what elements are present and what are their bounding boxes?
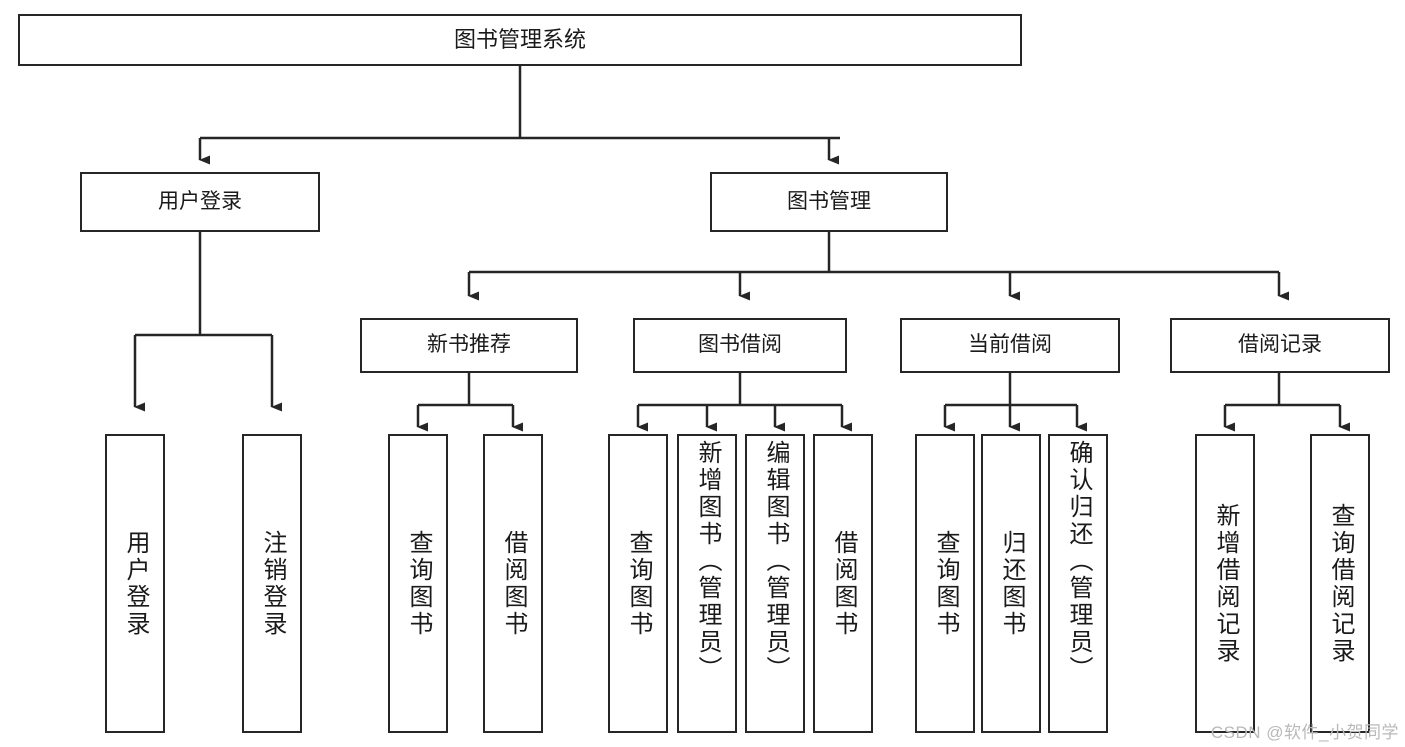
node-root-label: 图书管理系统 — [453, 27, 586, 53]
leaf-inner: 借阅图书 — [815, 436, 871, 731]
leaf-record-add-borrow-record[interactable]: 新增借阅记录 — [1195, 434, 1255, 733]
leaf-recommend-query-book[interactable]: 查询图书 — [388, 434, 448, 733]
leaf-current-confirm-return-admin[interactable]: 确认归还（管理员） — [1048, 434, 1108, 733]
node-new-book-recommend[interactable]: 新书推荐 — [360, 318, 578, 373]
leaf-borrow-edit-book-admin[interactable]: 编辑图书（管理员） — [745, 434, 805, 733]
leaf-user-login-signout[interactable]: 注销登录 — [242, 434, 302, 733]
leaf-inner: 查询图书 — [390, 436, 446, 731]
node-new-book-recommend-label: 新书推荐 — [427, 333, 511, 357]
leaf-inner: 确认归还（管理员） — [1050, 436, 1106, 731]
node-book-borrow[interactable]: 图书借阅 — [633, 318, 847, 373]
leaf-borrow-borrow-book-label: 借阅图书 — [830, 529, 857, 638]
leaf-record-query-borrow-record[interactable]: 查询借阅记录 — [1310, 434, 1370, 733]
leaf-borrow-query-book-label: 查询图书 — [625, 529, 652, 638]
leaf-current-confirm-return-admin-label: 确认归还（管理员） — [1065, 440, 1092, 683]
node-root-system[interactable]: 图书管理系统 — [18, 14, 1022, 66]
leaf-recommend-borrow-book[interactable]: 借阅图书 — [483, 434, 543, 733]
leaf-borrow-add-book-admin-label: 新增图书（管理员） — [694, 440, 721, 683]
leaf-current-query-book-label: 查询图书 — [932, 529, 959, 638]
node-user-login-label: 用户登录 — [158, 189, 242, 213]
leaf-inner: 归还图书 — [983, 436, 1039, 731]
leaf-current-return-book[interactable]: 归还图书 — [981, 434, 1041, 733]
leaf-inner: 编辑图书（管理员） — [747, 436, 803, 731]
leaf-recommend-borrow-book-label: 借阅图书 — [500, 529, 527, 638]
leaf-inner: 查询图书 — [917, 436, 973, 731]
leaf-user-login-signin-label: 用户登录 — [122, 529, 149, 638]
leaf-current-return-book-label: 归还图书 — [998, 529, 1025, 638]
node-borrow-record[interactable]: 借阅记录 — [1170, 318, 1390, 373]
leaf-inner: 用户登录 — [107, 436, 163, 731]
leaf-inner: 新增借阅记录 — [1197, 436, 1253, 731]
leaf-current-query-book[interactable]: 查询图书 — [915, 434, 975, 733]
leaf-inner: 注销登录 — [244, 436, 300, 731]
leaf-record-add-borrow-record-label: 新增借阅记录 — [1212, 502, 1239, 665]
node-book-borrow-label: 图书借阅 — [698, 333, 782, 357]
leaf-borrow-add-book-admin[interactable]: 新增图书（管理员） — [677, 434, 737, 733]
node-borrow-record-label: 借阅记录 — [1238, 333, 1322, 357]
node-book-management[interactable]: 图书管理 — [710, 172, 948, 232]
leaf-borrow-query-book[interactable]: 查询图书 — [608, 434, 668, 733]
leaf-borrow-edit-book-admin-label: 编辑图书（管理员） — [762, 440, 789, 683]
node-current-borrow[interactable]: 当前借阅 — [900, 318, 1120, 373]
node-book-management-label: 图书管理 — [787, 189, 871, 213]
node-current-borrow-label: 当前借阅 — [968, 333, 1052, 357]
leaf-user-login-signin[interactable]: 用户登录 — [105, 434, 165, 733]
node-user-login[interactable]: 用户登录 — [80, 172, 320, 232]
leaf-inner: 新增图书（管理员） — [679, 436, 735, 731]
leaf-inner: 查询借阅记录 — [1312, 436, 1368, 731]
leaf-borrow-borrow-book[interactable]: 借阅图书 — [813, 434, 873, 733]
leaf-inner: 借阅图书 — [485, 436, 541, 731]
leaf-inner: 查询图书 — [610, 436, 666, 731]
leaf-record-query-borrow-record-label: 查询借阅记录 — [1327, 502, 1354, 665]
leaf-user-login-signout-label: 注销登录 — [259, 529, 286, 638]
csdn-watermark: CSDN @软件_小贺同学 — [1210, 723, 1399, 742]
leaf-recommend-query-book-label: 查询图书 — [405, 529, 432, 638]
